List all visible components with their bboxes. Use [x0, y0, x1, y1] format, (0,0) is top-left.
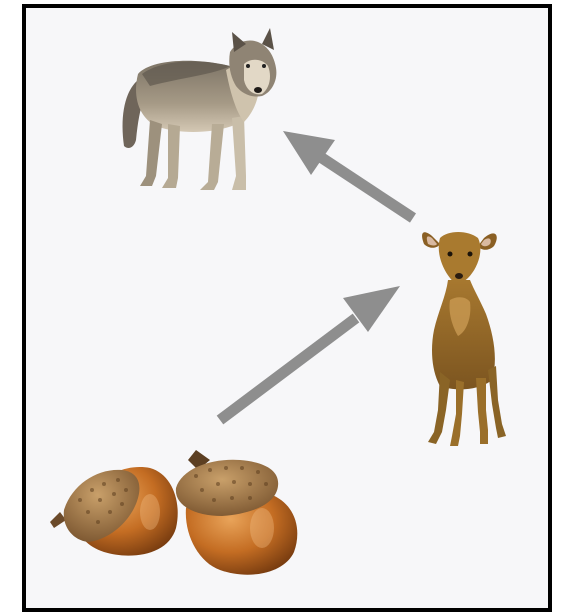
deer-illustration	[422, 232, 506, 446]
wolf-illustration	[123, 28, 277, 190]
acorns-illustration	[50, 450, 297, 575]
arrow-acorns-to-deer	[220, 286, 400, 420]
arrow-deer-to-wolf	[283, 131, 413, 218]
